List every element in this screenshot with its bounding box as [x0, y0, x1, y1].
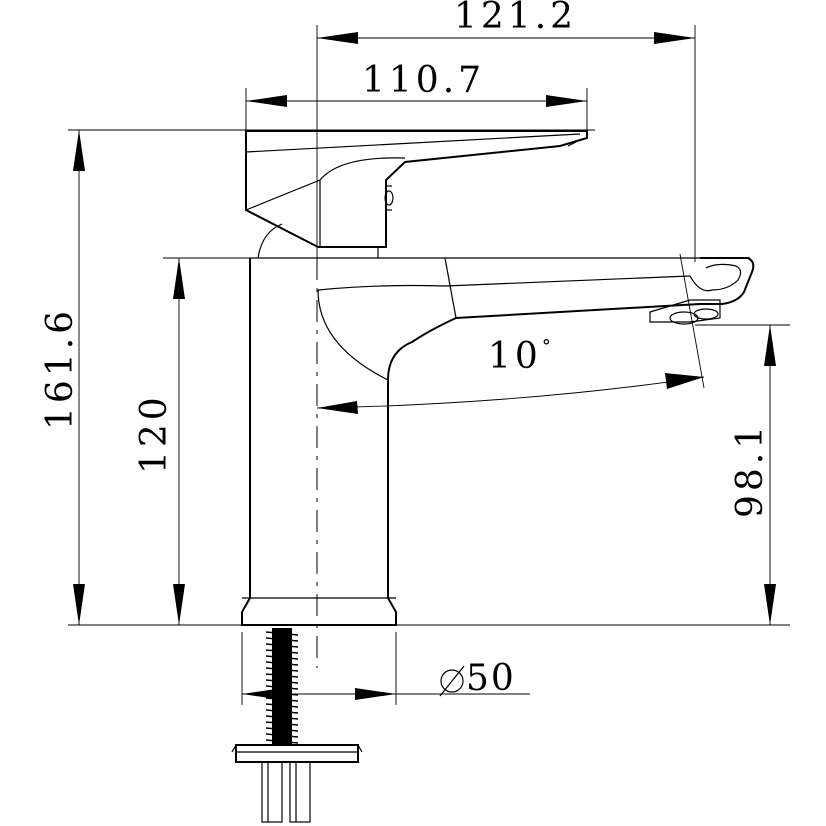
dimension-total-height: 161.6 — [40, 130, 85, 625]
handle-lever — [245, 130, 588, 248]
thread-mark — [265, 733, 299, 738]
aerator — [649, 299, 721, 325]
thread-mark — [265, 649, 299, 654]
thread-mark — [265, 685, 299, 690]
supply-tails — [261, 761, 311, 823]
total-height-label: 161.6 — [40, 307, 81, 430]
thread-mark — [265, 697, 299, 702]
thread-mark — [265, 631, 299, 636]
thread-mark — [265, 709, 299, 714]
diameter-symbol-icon — [439, 665, 465, 697]
thread-mark — [265, 655, 299, 660]
thread-mark — [265, 673, 299, 678]
dimension-outlet-height: 98.1 — [730, 325, 776, 625]
faucet-body — [241, 257, 750, 626]
thread-mark — [265, 679, 299, 684]
thread-mark — [265, 727, 299, 732]
body-height-label: 120 — [134, 393, 175, 474]
thread-mark — [265, 691, 299, 696]
thread-mark — [265, 661, 299, 666]
mounting-washer — [231, 744, 363, 763]
overall-reach-label: 121.2 — [454, 0, 577, 37]
thread-mark — [265, 739, 299, 744]
thread-mark — [265, 643, 299, 648]
dimension-overall-reach: 121.2 — [317, 0, 695, 44]
threaded-rod — [265, 628, 299, 744]
base-diameter-label: 50 — [466, 658, 516, 699]
thread-mark — [265, 703, 299, 708]
faucet-spout — [317, 257, 755, 381]
thread-mark — [265, 715, 299, 720]
faucet-outline — [231, 130, 755, 823]
dimension-handle-reach: 110.7 — [246, 60, 587, 107]
outlet-height-label: 98.1 — [730, 422, 771, 518]
spout-angle-label: 10° — [488, 336, 555, 377]
cartridge-dome — [257, 223, 283, 259]
thread-mark — [265, 667, 299, 672]
handle-reach-label: 110.7 — [362, 60, 485, 101]
dimension-body-height: 120 — [134, 258, 185, 625]
thread-mark — [265, 721, 299, 726]
dimension-spout-angle: 10° — [316, 253, 705, 414]
thread-mark — [265, 637, 299, 642]
